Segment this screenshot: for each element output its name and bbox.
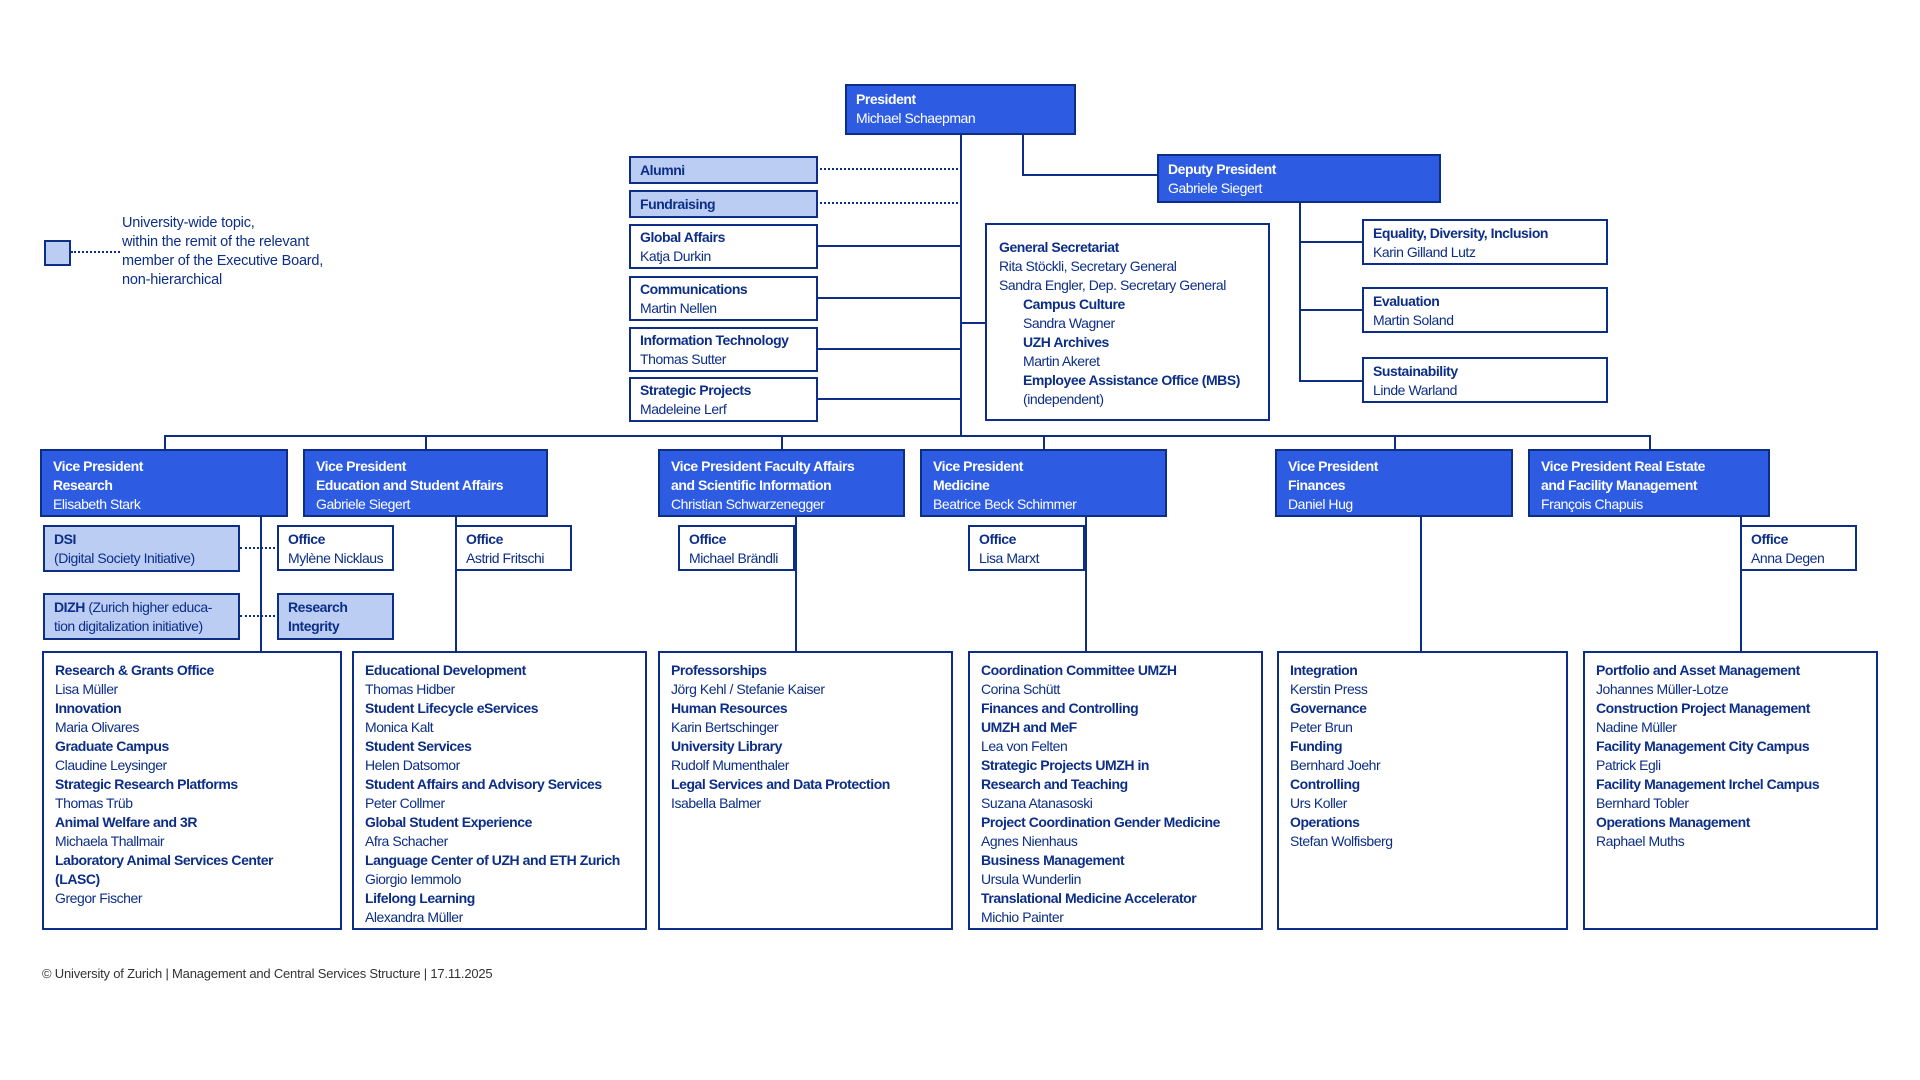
connector-equality xyxy=(1299,241,1362,243)
connector-vp5-down xyxy=(1420,515,1422,653)
connector-vp2-down xyxy=(455,515,457,653)
connector-communications xyxy=(816,297,962,299)
connector-dotted-dizh-research-integrity xyxy=(240,615,279,617)
org-box-dizh: DIZH (Zurich higher educa-tion digitaliz… xyxy=(43,593,240,640)
connector-vp5-stub xyxy=(1394,435,1396,451)
connector-dotted-alumni xyxy=(816,168,962,170)
legend-swatch xyxy=(44,240,71,266)
connector-deputy-stub-v xyxy=(1022,135,1024,176)
connector-vp1-down xyxy=(260,515,262,653)
footer-copyright: © University of Zurich | Management and … xyxy=(42,966,493,981)
connector-president-trunk xyxy=(960,135,962,435)
connector-vp1-stub xyxy=(164,435,166,451)
connector-vp6-down xyxy=(1740,515,1742,653)
connector-dotted-dsi-office xyxy=(240,547,279,549)
connector-dotted-fundraising xyxy=(816,202,962,204)
connector-information-technology xyxy=(816,348,962,350)
connector-vp3-down xyxy=(795,515,797,653)
org-box-fundraising: Fundraising xyxy=(629,190,818,218)
connector-vp6-stub xyxy=(1649,435,1651,451)
connector-strategic-projects xyxy=(816,398,962,400)
org-box-dsi: DSI(Digital Society Initiative) xyxy=(43,525,240,572)
org-box-alumni: Alumni xyxy=(629,156,818,184)
connector-deputy-trunk xyxy=(1299,203,1301,382)
connector-vp2-stub xyxy=(425,435,427,451)
connector-general-secretariat xyxy=(960,322,987,324)
connector-global-affairs xyxy=(816,245,962,247)
connector-vp-distribution xyxy=(164,435,1651,437)
connector-vp3-stub xyxy=(781,435,783,451)
connector-vp4-stub xyxy=(1043,435,1045,451)
connector-deputy-stub-h xyxy=(1022,174,1159,176)
connector-evaluation xyxy=(1299,309,1362,311)
connector-dotted-legend xyxy=(71,251,120,253)
connector-sustainability xyxy=(1299,380,1362,382)
connector-vp4-down xyxy=(1085,515,1087,653)
legend-text: University-wide topic,within the remit o… xyxy=(122,215,324,288)
